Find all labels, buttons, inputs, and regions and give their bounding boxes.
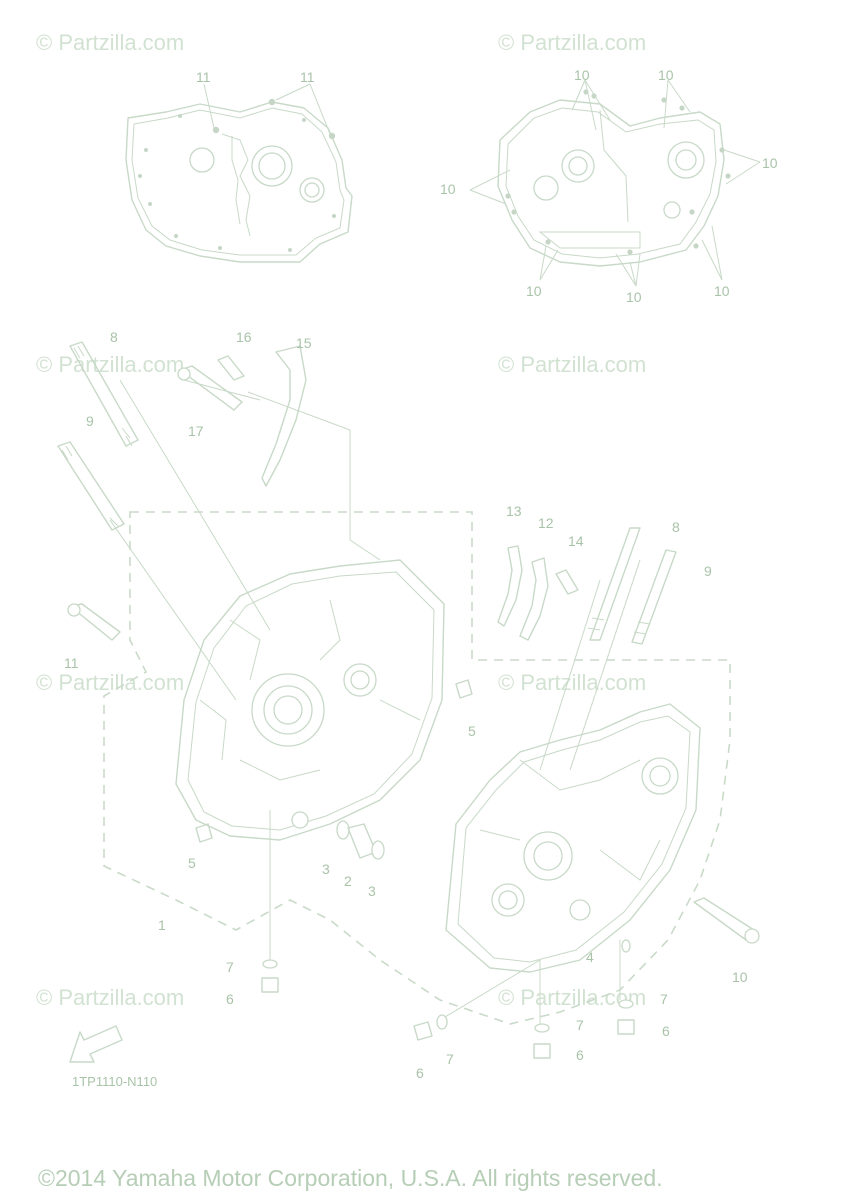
watermark: © Partzilla.com (36, 670, 184, 695)
callout-label: 2 (344, 873, 352, 889)
callout-label: 11 (64, 655, 79, 671)
assembly-outlines (103, 511, 731, 1025)
callout-label: 6 (662, 1023, 670, 1039)
right-case-face-view (469, 79, 761, 287)
leader-lines (109, 379, 641, 1030)
watermarks: © Partzilla.com © Partzilla.com © Partzi… (36, 30, 646, 1010)
copyright-notice: ©2014 Yamaha Motor Corporation, U.S.A. A… (38, 1165, 663, 1191)
callout-label: 10 (732, 969, 748, 985)
callout-label: 10 (658, 67, 674, 83)
watermark: © Partzilla.com (498, 30, 646, 55)
watermark: © Partzilla.com (36, 985, 184, 1010)
callout-label: 4 (586, 949, 594, 965)
callout-label: 8 (110, 329, 118, 345)
callout-label: 10 (762, 155, 778, 171)
callout-label: 9 (86, 413, 94, 429)
callout-label: 10 (574, 67, 590, 83)
left-case-face-view (125, 83, 353, 263)
callout-label: 14 (568, 533, 584, 549)
callout-label: 9 (704, 563, 712, 579)
callout-label: 10 (440, 181, 456, 197)
callout-label: 8 (672, 519, 680, 535)
callout-label: 7 (660, 991, 668, 1007)
callout-label: 11 (196, 69, 211, 85)
callout-label: 16 (236, 329, 252, 345)
callout-label: 10 (626, 289, 642, 305)
callout-label: 3 (322, 861, 330, 877)
callout-label: 13 (506, 503, 522, 519)
callout-label: 12 (538, 515, 554, 531)
callout-label: 11 (300, 69, 315, 85)
callout-label: 6 (226, 991, 234, 1007)
callout-label: 7 (446, 1051, 454, 1067)
watermark: © Partzilla.com (36, 30, 184, 55)
callout-label: 5 (468, 723, 476, 739)
guide-plates (261, 345, 549, 641)
callout-label: 7 (226, 959, 234, 975)
drain-bolts (261, 939, 635, 1059)
left-crankcase (175, 559, 445, 841)
right-crankcase (445, 703, 701, 973)
watermark: © Partzilla.com (498, 670, 646, 695)
callout-label: 6 (416, 1065, 424, 1081)
callout-label: 15 (296, 335, 312, 351)
callout-label: 17 (188, 423, 204, 439)
callout-label: 6 (576, 1047, 584, 1063)
watermark: © Partzilla.com (36, 352, 184, 377)
diagram-code: 1TP1110-N110 (72, 1074, 157, 1089)
callout-labels: 11 11 10 10 10 10 10 10 10 10 8 16 15 17… (64, 67, 778, 1081)
callout-label: 3 (368, 883, 376, 899)
callout-label: 10 (714, 283, 730, 299)
callout-label: 7 (576, 1017, 584, 1033)
callout-label: 10 (526, 283, 542, 299)
dowels-and-seals (195, 679, 473, 860)
stud-bolts (57, 341, 760, 944)
watermark: © Partzilla.com (498, 352, 646, 377)
callout-label: 1 (158, 917, 166, 933)
callout-label: 5 (188, 855, 196, 871)
forward-arrow-icon (69, 1025, 123, 1063)
